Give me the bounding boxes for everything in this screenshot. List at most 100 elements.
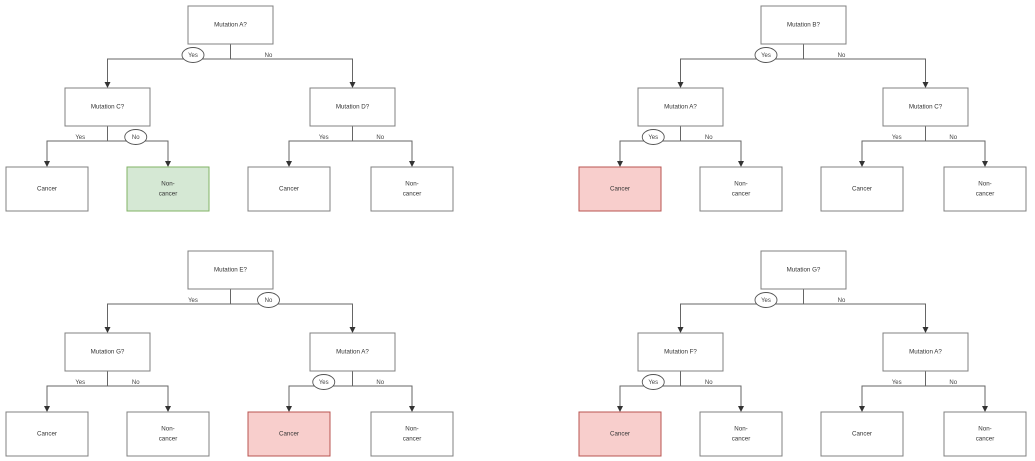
tree-bottom-left-leaf-3-box[interactable] xyxy=(370,411,454,457)
tree-bottom-right-root-box[interactable] xyxy=(760,250,847,290)
tree-bottom-right-edge-l-yes-arrowhead xyxy=(617,406,623,412)
tree-top-right-edge-l-no-arrowhead xyxy=(738,161,744,167)
tree-bottom-right-leaf-3-box[interactable] xyxy=(943,411,1027,457)
tree-bottom-right-leaf-0-box[interactable] xyxy=(578,411,662,457)
tree-bottom-left-leaf-1-label-line1: Non- xyxy=(161,426,174,433)
tree-bottom-right-label-r-no-text: No xyxy=(949,380,957,386)
tree-bottom-right-leaf-3-label-line2: cancer xyxy=(976,436,995,443)
tree-bottom-left-edge-root-left-line xyxy=(107,289,231,327)
tree-top-right-leaf-1-label-line1: Non- xyxy=(734,181,747,188)
tree-bottom-left-mid-right-box[interactable] xyxy=(309,332,396,372)
tree-top-left-root-box[interactable] xyxy=(187,5,274,45)
tree-bottom-left-leaf-3-label-line1: Non- xyxy=(405,426,418,433)
tree-top-left-edge-r-yes-line xyxy=(288,126,353,161)
tree-top-left-leaf-1-label-line1: Non- xyxy=(161,181,174,188)
tree-top-left-label-r-yes-text: Yes xyxy=(319,135,329,141)
tree-bottom-right-mid-right-label: Mutation A? xyxy=(909,349,942,356)
tree-bottom-left-edge-r-yes-arrowhead xyxy=(286,406,292,412)
tree-top-left-mid-left-box[interactable] xyxy=(64,87,151,127)
tree-top-left-leaf-3-label-line2: cancer xyxy=(403,191,422,198)
tree-top-left-edge-r-no-line xyxy=(352,126,413,161)
tree-top-right-edge-r-no-line xyxy=(925,126,986,161)
tree-bottom-right-edge-root-right-arrowhead xyxy=(922,327,929,333)
tree-top-left-label-r-no-text: No xyxy=(376,135,384,141)
tree-bottom-right-edge-root-left-line xyxy=(680,289,804,327)
tree-top-right-mid-left-box[interactable] xyxy=(637,87,724,127)
tree-top-right: Mutation B?Mutation A?Mutation C?CancerN… xyxy=(578,5,1027,212)
tree-bottom-left-leaf-2-box[interactable] xyxy=(247,411,331,457)
tree-bottom-right-leaf-0-label: Cancer xyxy=(610,431,630,438)
tree-bottom-right-leaf-1-label-line1: Non- xyxy=(734,426,747,433)
tree-top-left-label-root-yes-text: Yes xyxy=(188,53,198,59)
tree-bottom-right-edge-r-yes-line xyxy=(861,371,926,406)
tree-bottom-right-label-l-no-text: No xyxy=(705,380,713,386)
tree-top-left-label-l-no-text: No xyxy=(132,135,140,141)
tree-top-right-leaf-2-label: Cancer xyxy=(852,186,872,193)
tree-bottom-left-leaf-3-label-line2: cancer xyxy=(403,436,422,443)
tree-top-left-edge-r-yes-arrowhead xyxy=(286,161,292,167)
tree-bottom-right-label-root-yes-text: Yes xyxy=(761,298,771,304)
tree-bottom-left: Mutation E?Mutation G?Mutation A?CancerN… xyxy=(5,250,454,457)
tree-bottom-left-leaf-1-box[interactable] xyxy=(126,411,210,457)
tree-bottom-left-label-r-yes-highlight-ellipse xyxy=(312,374,336,390)
tree-top-left-edge-r-no-arrowhead xyxy=(409,161,415,167)
tree-top-right-leaf-1-label-line2: cancer xyxy=(732,191,751,198)
tree-top-left-mid-left-label: Mutation C? xyxy=(91,104,125,111)
tree-bottom-right-edge-l-no-arrowhead xyxy=(738,406,744,412)
tree-top-right-leaf-3-box[interactable] xyxy=(943,166,1027,212)
tree-bottom-right-leaf-2-box[interactable] xyxy=(820,411,904,457)
tree-bottom-right-edge-root-left-arrowhead xyxy=(677,327,684,333)
tree-bottom-right-label-l-yes-text: Yes xyxy=(648,380,658,386)
tree-bottom-left-edge-r-no-line xyxy=(352,371,413,406)
tree-top-right-root-label: Mutation B? xyxy=(787,22,821,29)
tree-top-left-leaf-3-box[interactable] xyxy=(370,166,454,212)
tree-bottom-left-label-root-yes-text: Yes xyxy=(188,298,198,304)
tree-bottom-right-mid-right-box[interactable] xyxy=(882,332,969,372)
tree-top-left-mid-right-box[interactable] xyxy=(309,87,396,127)
tree-top-right-mid-right-box[interactable] xyxy=(882,87,969,127)
tree-top-left-edge-l-yes-line xyxy=(46,126,108,161)
tree-bottom-left-root-box[interactable] xyxy=(187,250,274,290)
tree-bottom-right-mid-left-box[interactable] xyxy=(637,332,724,372)
tree-top-right-leaf-0-box[interactable] xyxy=(578,166,662,212)
tree-top-right-leaf-1-box[interactable] xyxy=(699,166,783,212)
tree-bottom-left-edge-l-yes-arrowhead xyxy=(44,406,50,412)
tree-top-left-leaf-1-box[interactable] xyxy=(126,166,210,212)
tree-top-left-edge-root-right-line xyxy=(230,44,353,82)
tree-bottom-left-edge-l-no-line xyxy=(107,371,169,406)
tree-bottom-left-label-l-no-text: No xyxy=(132,380,140,386)
tree-bottom-left-root-label: Mutation E? xyxy=(214,267,248,274)
tree-bottom-left-edge-l-no-arrowhead xyxy=(165,406,171,412)
tree-top-left-label-root-no-text: No xyxy=(265,53,273,59)
tree-top-right-edge-root-left-line xyxy=(680,44,804,82)
tree-top-left-mid-right-label: Mutation D? xyxy=(336,104,370,111)
tree-bottom-left-label-l-yes-text: Yes xyxy=(75,380,85,386)
tree-top-left: Mutation A?Mutation C?Mutation D?CancerN… xyxy=(5,5,454,212)
tree-bottom-left-edge-root-right-arrowhead xyxy=(349,327,356,333)
tree-top-left-leaf-1-label-line2: cancer xyxy=(159,191,178,198)
tree-bottom-left-mid-left-label: Mutation G? xyxy=(91,349,125,356)
tree-bottom-left-edge-r-no-arrowhead xyxy=(409,406,415,412)
tree-bottom-right-leaf-1-box[interactable] xyxy=(699,411,783,457)
tree-top-right-label-r-no-text: No xyxy=(949,135,957,141)
tree-bottom-left-mid-left-box[interactable] xyxy=(64,332,151,372)
tree-top-left-edge-root-left-arrowhead xyxy=(104,82,111,88)
tree-top-right-root-box[interactable] xyxy=(760,5,847,45)
tree-top-right-edge-l-yes-arrowhead xyxy=(617,161,623,167)
tree-bottom-right: Mutation G?Mutation F?Mutation A?CancerN… xyxy=(578,250,1027,457)
tree-top-left-leaf-0-box[interactable] xyxy=(5,166,89,212)
tree-top-right-edge-r-no-arrowhead xyxy=(982,161,988,167)
tree-top-right-edge-root-right-line xyxy=(803,44,926,82)
tree-top-right-label-r-yes-text: Yes xyxy=(892,135,902,141)
tree-bottom-left-edge-root-right-line xyxy=(230,289,353,327)
tree-top-left-leaf-2-box[interactable] xyxy=(247,166,331,212)
tree-top-left-label-l-yes-text: Yes xyxy=(75,135,85,141)
tree-bottom-left-edge-root-left-arrowhead xyxy=(104,327,111,333)
tree-top-right-leaf-2-box[interactable] xyxy=(820,166,904,212)
tree-bottom-left-leaf-0-box[interactable] xyxy=(5,411,89,457)
tree-bottom-right-edge-r-no-arrowhead xyxy=(982,406,988,412)
tree-bottom-left-leaf-0-label: Cancer xyxy=(37,431,57,438)
tree-bottom-right-label-root-yes-highlight-ellipse xyxy=(754,292,778,308)
tree-top-right-edge-r-yes-arrowhead xyxy=(859,161,865,167)
